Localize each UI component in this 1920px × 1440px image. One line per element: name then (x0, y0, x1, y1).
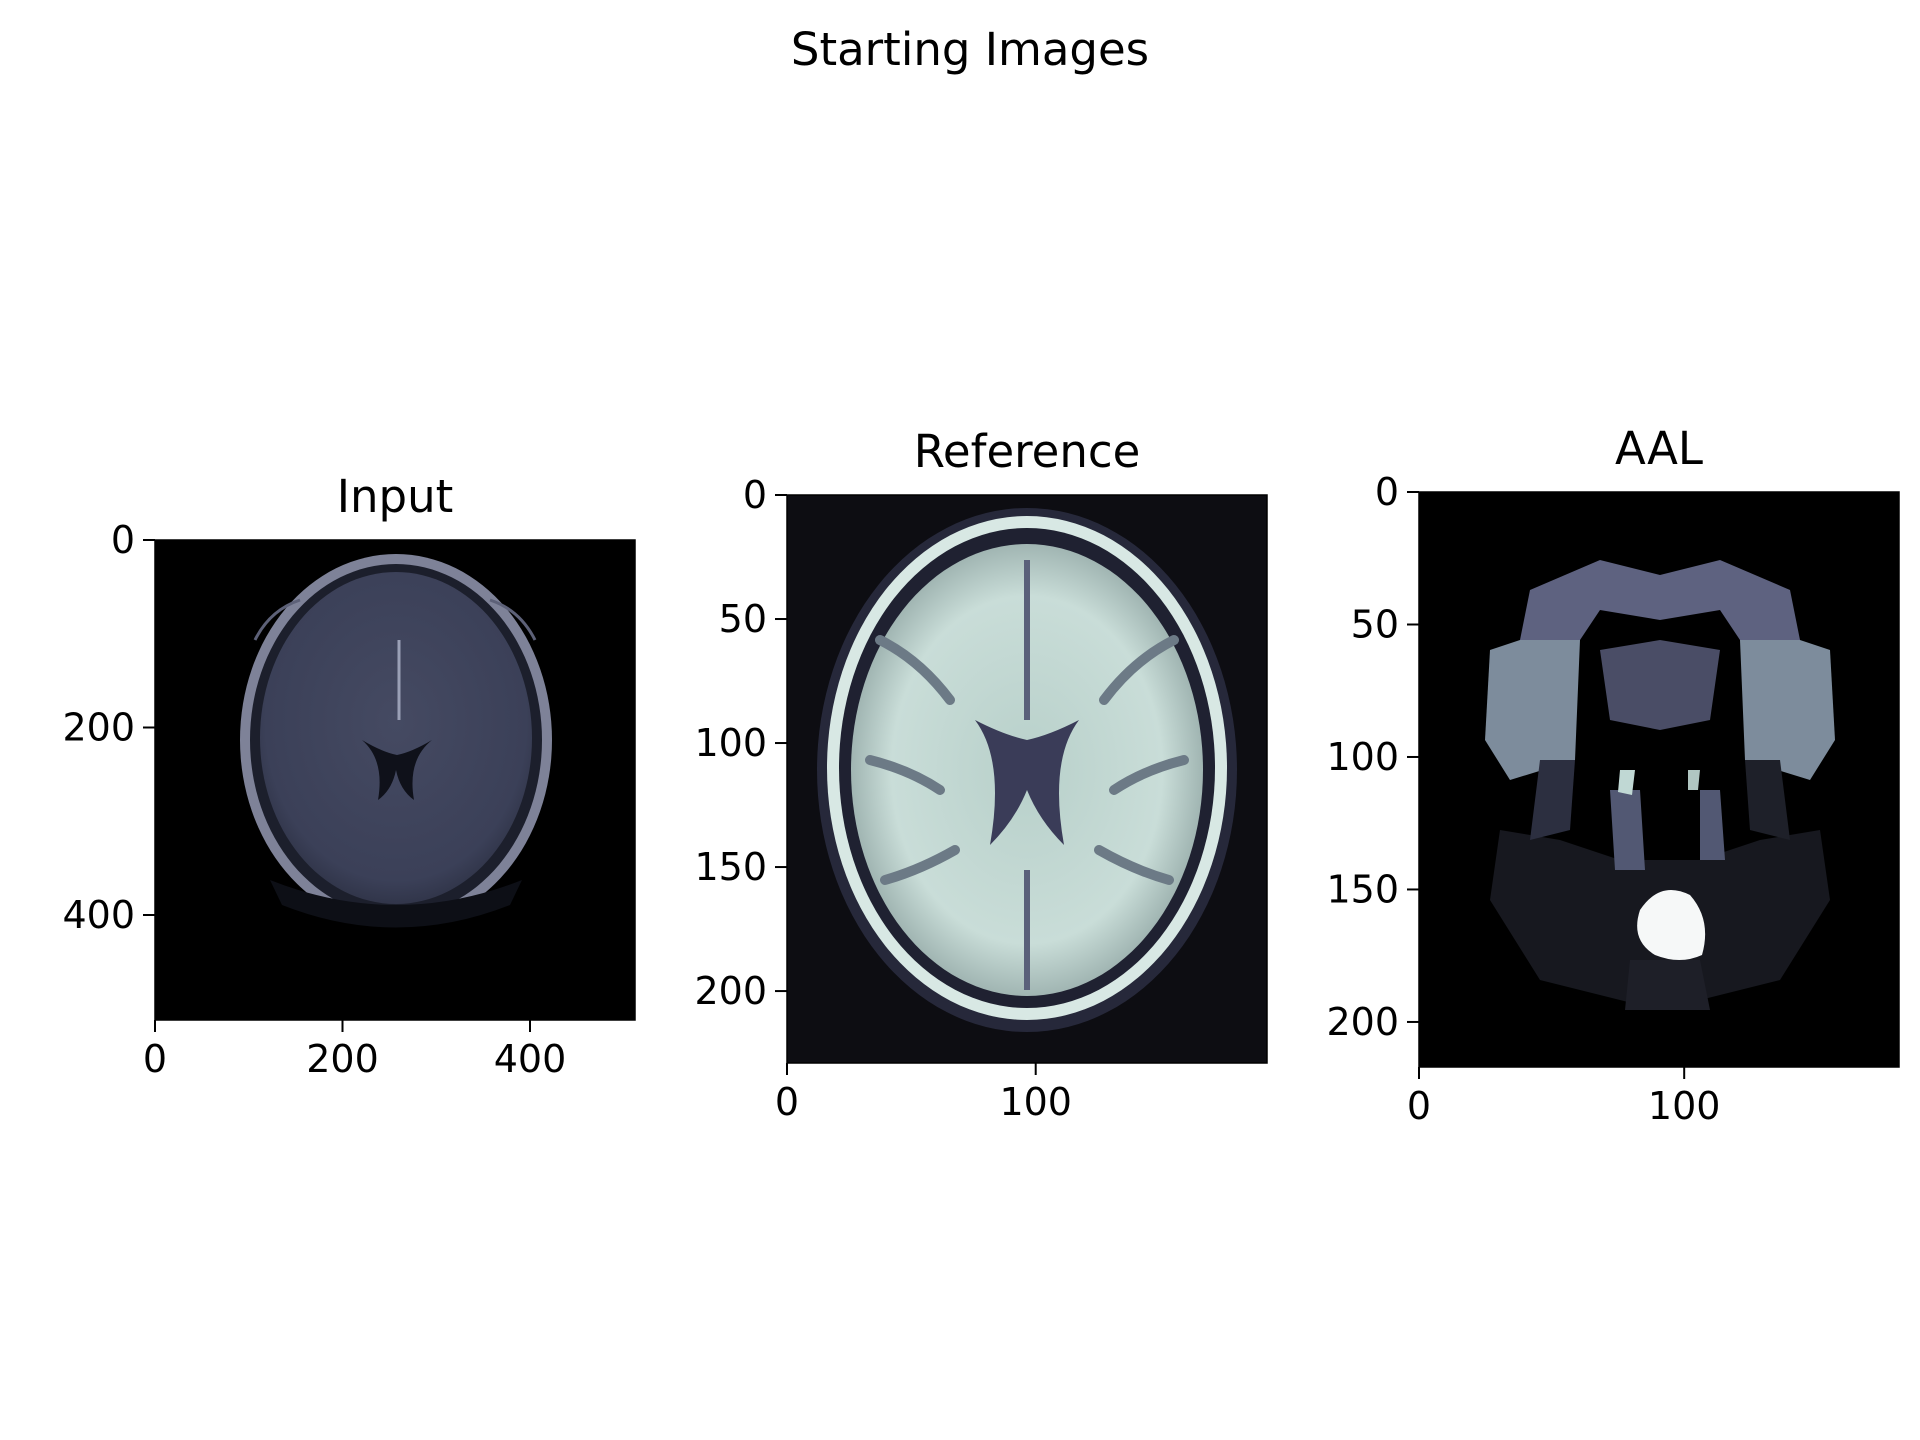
panel-reference-ytick-label: 0 (743, 473, 767, 517)
panel-aal-ytick-label: 150 (1326, 867, 1399, 911)
panel-reference-brain-slice (817, 508, 1237, 1032)
figure-suptitle: Starting Images (791, 23, 1149, 76)
panel-reference-ytick-label: 100 (694, 721, 767, 765)
panel-aal-ytick-label: 50 (1351, 602, 1399, 646)
panel-input-xtick-label: 400 (494, 1037, 567, 1081)
panel-input-ytick-label: 400 (62, 893, 135, 937)
panel-input: Input 0 200 400 0 200 400 (62, 470, 636, 1081)
panel-aal: AAL 0 100 0 50 100 150 200 (1326, 422, 1900, 1128)
panel-reference-ytick-label: 200 (694, 969, 767, 1013)
panel-input-ytick-label: 0 (111, 518, 135, 562)
panel-aal-xtick-label: 0 (1407, 1084, 1431, 1128)
panel-reference-axes: 0 100 0 50 100 150 200 (694, 473, 1072, 1124)
panel-reference-ytick-label: 150 (694, 845, 767, 889)
panel-aal-axes: 0 100 0 50 100 150 200 (1326, 470, 1720, 1128)
panel-reference-xtick-label: 0 (775, 1080, 799, 1124)
panel-reference: Reference 0 100 0 50 100 150 200 (694, 425, 1268, 1124)
panel-aal-ytick-label: 200 (1326, 1000, 1399, 1044)
panel-input-title: Input (337, 470, 454, 523)
panel-aal-xtick-label: 100 (1648, 1084, 1721, 1128)
panel-input-xtick-label: 0 (143, 1037, 167, 1081)
panel-input-xtick-label: 200 (306, 1037, 379, 1081)
panel-aal-title: AAL (1615, 422, 1703, 475)
panel-reference-xtick-label: 100 (999, 1080, 1072, 1124)
panel-input-axes: 0 200 400 0 200 400 (62, 518, 566, 1081)
panel-aal-ytick-label: 100 (1326, 735, 1399, 779)
panel-input-brain-slice (240, 554, 552, 928)
panel-aal-label-map (1485, 560, 1835, 1010)
panel-input-ytick-label: 200 (62, 706, 135, 750)
panel-reference-title: Reference (914, 425, 1141, 478)
panel-reference-ytick-label: 50 (719, 597, 767, 641)
panel-aal-ytick-label: 0 (1375, 470, 1399, 514)
